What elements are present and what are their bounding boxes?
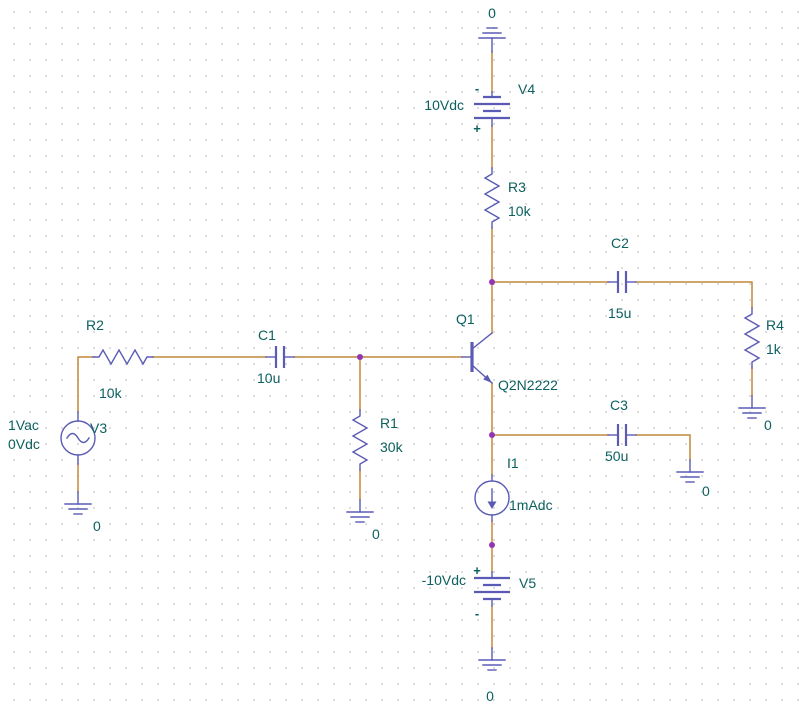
r1-ref-label[interactable]: R1 <box>380 415 398 431</box>
ground-v5-label[interactable]: 0 <box>486 688 494 704</box>
v4-minus-sign: - <box>475 81 479 96</box>
component-c2[interactable]: C2 15u <box>607 235 637 321</box>
ground-top-label[interactable]: 0 <box>488 5 496 21</box>
i1-value-label[interactable]: 1mAdc <box>509 497 553 513</box>
c1-value-label[interactable]: 10u <box>257 370 280 386</box>
v3-ac-value-label[interactable]: 1Vac <box>8 417 39 433</box>
c3-value-label[interactable]: 50u <box>605 448 628 464</box>
v4-ref-label[interactable]: V4 <box>518 81 535 97</box>
c1-ref-label[interactable]: C1 <box>258 327 276 343</box>
r3-ref-label[interactable]: R3 <box>508 179 526 195</box>
v5-minus-sign: - <box>475 606 479 621</box>
resistor-symbol <box>483 167 501 229</box>
wire-c2-r4[interactable] <box>635 281 753 309</box>
resistor-symbol <box>743 307 761 369</box>
wires <box>77 51 753 649</box>
junction-dot <box>489 542 495 548</box>
component-v3[interactable]: 1Vac 0Vdc V3 <box>8 411 107 465</box>
component-r2[interactable]: R2 10k <box>86 317 154 401</box>
component-r4[interactable]: R4 1k <box>743 307 784 369</box>
v4-plus-sign: + <box>473 121 481 136</box>
c3-ref-label[interactable]: C3 <box>610 397 628 413</box>
r2-value-label[interactable]: 10k <box>99 385 123 401</box>
ground-v5[interactable]: 0 <box>478 647 506 704</box>
q1-ref-label[interactable]: Q1 <box>456 311 475 327</box>
resistor-symbol <box>92 348 154 366</box>
component-i1[interactable]: I1 1mAdc <box>474 455 553 522</box>
ground-c3-label[interactable]: 0 <box>702 483 710 499</box>
component-q1[interactable]: Q1 Q2N2222 <box>456 311 558 393</box>
transistor-collector-lead <box>471 332 493 350</box>
resistor-symbol <box>351 409 369 471</box>
ground-r1-label[interactable]: 0 <box>372 526 380 542</box>
component-c3[interactable]: C3 50u <box>605 397 637 464</box>
ground-v3[interactable]: 0 <box>64 491 101 534</box>
ground-c3[interactable]: 0 <box>676 459 710 499</box>
v5-ref-label[interactable]: V5 <box>519 575 536 591</box>
ground-v3-label[interactable]: 0 <box>93 518 101 534</box>
v5-plus-sign: + <box>473 563 481 578</box>
r1-value-label[interactable]: 30k <box>380 439 404 455</box>
v3-dc-value-label[interactable]: 0Vdc <box>8 436 40 452</box>
v3-ref-label[interactable]: V3 <box>90 420 107 436</box>
q1-model-label[interactable]: Q2N2222 <box>498 377 558 393</box>
r4-value-label[interactable]: 1k <box>766 341 782 357</box>
wire-c3-gnd[interactable] <box>635 434 691 461</box>
junction-dot <box>357 354 363 360</box>
junction-dot <box>489 279 495 285</box>
r2-ref-label[interactable]: R2 <box>86 317 104 333</box>
component-r1[interactable]: R1 30k <box>351 409 404 471</box>
c2-ref-label[interactable]: C2 <box>611 235 629 251</box>
v4-value-label[interactable]: 10Vdc <box>424 97 464 113</box>
component-v5[interactable]: + - -10Vdc V5 <box>422 563 537 621</box>
ground-r4[interactable]: 0 <box>738 395 772 433</box>
junctions <box>357 279 495 548</box>
ground-r4-label[interactable]: 0 <box>764 417 772 433</box>
c2-value-label[interactable]: 15u <box>608 305 631 321</box>
ground-r1[interactable]: 0 <box>346 499 380 542</box>
wire-r2-v3[interactable] <box>77 356 94 413</box>
component-c1[interactable]: C1 10u <box>257 327 295 386</box>
v5-value-label[interactable]: -10Vdc <box>422 572 466 588</box>
i1-ref-label[interactable]: I1 <box>507 455 519 471</box>
r4-ref-label[interactable]: R4 <box>766 317 784 333</box>
ground-top[interactable]: 0 <box>478 5 506 53</box>
component-r3[interactable]: R3 10k <box>483 167 532 229</box>
current-arrow-icon <box>487 501 497 509</box>
r3-value-label[interactable]: 10k <box>508 203 532 219</box>
junction-dot <box>489 432 495 438</box>
component-v4[interactable]: - + 10Vdc V4 <box>424 81 535 136</box>
sine-wave-icon <box>66 432 90 444</box>
emitter-arrow-icon <box>483 374 492 383</box>
